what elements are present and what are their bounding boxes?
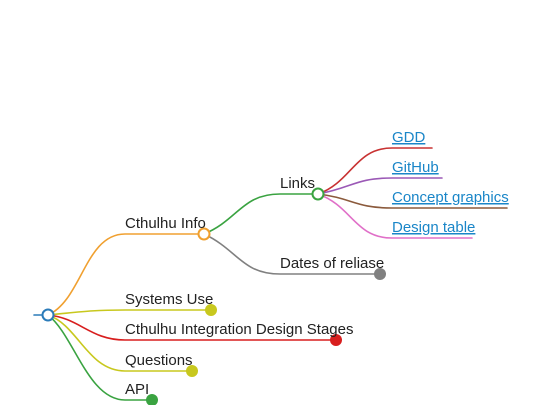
edge-concept-graphics <box>317 193 508 209</box>
links-toggle[interactable] <box>311 187 325 201</box>
edge-systems-use <box>47 309 212 316</box>
links-label[interactable]: Links <box>280 175 315 192</box>
edge-github <box>317 177 443 195</box>
cthulhu-info-label[interactable]: Cthulhu Info <box>125 215 206 232</box>
cthulhu-info-toggle[interactable] <box>197 227 211 241</box>
root-node[interactable] <box>41 308 55 322</box>
link-github[interactable]: GitHub <box>392 159 439 176</box>
dates-collapsed-dot[interactable] <box>374 268 386 280</box>
api-label[interactable]: API <box>125 381 149 398</box>
edge-links <box>203 193 319 235</box>
systems-use-collapsed-dot[interactable] <box>205 304 217 316</box>
edge-api <box>47 314 153 401</box>
dates-label[interactable]: Dates of reliase <box>280 255 384 272</box>
edge-gdd <box>317 147 433 195</box>
edge-questions <box>47 314 193 372</box>
edge-design-table <box>317 193 473 239</box>
edge-cthulhu-info <box>47 233 205 316</box>
edge-dates <box>203 233 381 275</box>
link-concept-graphics[interactable]: Concept graphics <box>392 189 509 206</box>
api-collapsed-dot[interactable] <box>146 394 158 405</box>
integration-collapsed-dot[interactable] <box>330 334 342 346</box>
link-gdd[interactable]: GDD <box>392 129 426 146</box>
systems-use-label[interactable]: Systems Use <box>125 291 213 308</box>
edge-integration <box>47 314 337 341</box>
link-design-table[interactable]: Design table <box>392 219 475 236</box>
questions-label[interactable]: Questions <box>125 352 193 369</box>
integration-label[interactable]: Cthulhu Integration Design Stages <box>125 321 353 338</box>
questions-collapsed-dot[interactable] <box>186 365 198 377</box>
